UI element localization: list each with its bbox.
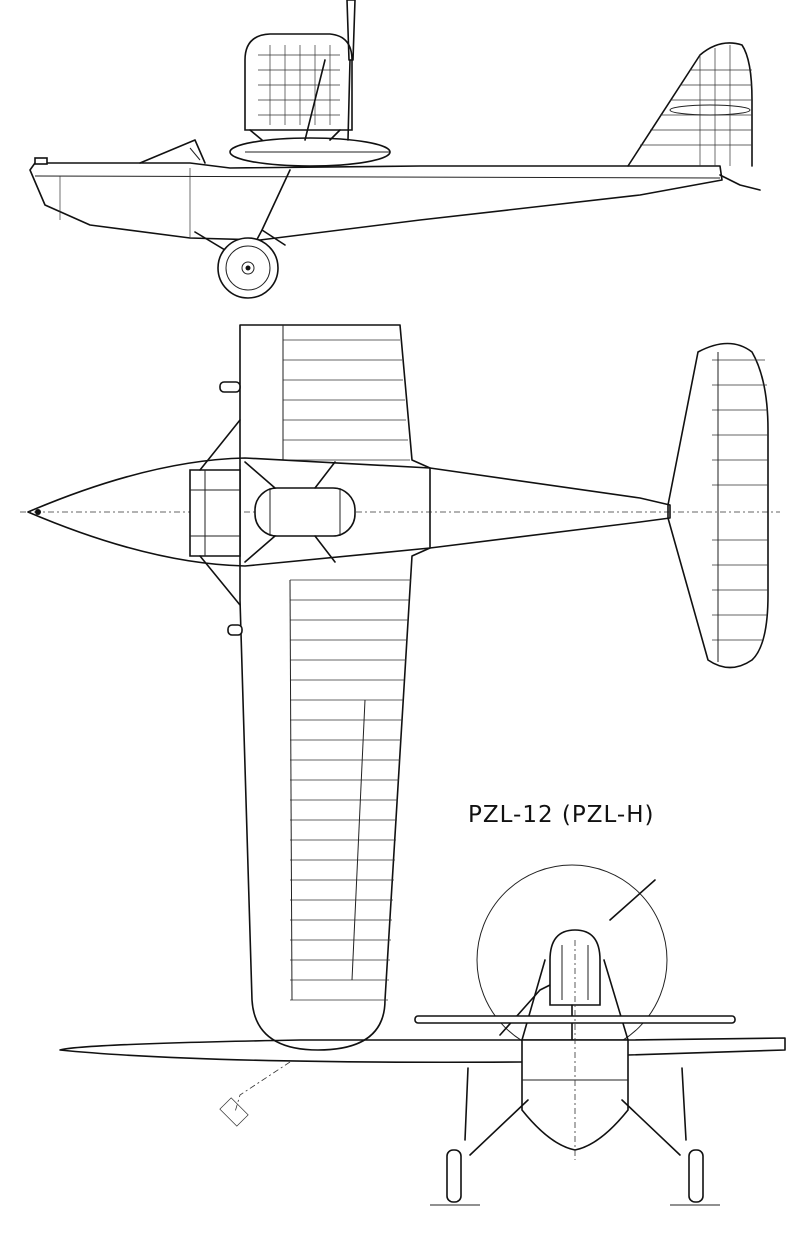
top-fuselage bbox=[27, 457, 671, 567]
front-view bbox=[59, 864, 786, 1206]
front-landing-gear bbox=[464, 1067, 687, 1156]
top-wing-ribs bbox=[283, 339, 411, 1001]
side-tail-fin bbox=[627, 42, 753, 167]
front-wheel-right bbox=[688, 1149, 704, 1203]
top-cockpit bbox=[189, 469, 241, 557]
side-windscreen bbox=[139, 139, 206, 164]
side-propeller bbox=[346, 0, 356, 61]
aircraft-designation-label: PZL-12 (PZL-H) bbox=[468, 802, 655, 828]
front-wheel-left bbox=[446, 1149, 462, 1203]
top-wing bbox=[239, 324, 431, 1051]
top-view bbox=[20, 324, 780, 1051]
side-view bbox=[29, 0, 761, 299]
front-wing bbox=[59, 1037, 786, 1064]
top-nacelle bbox=[254, 487, 356, 537]
side-engine bbox=[244, 33, 353, 131]
side-hull bbox=[29, 162, 723, 241]
top-tailplane bbox=[667, 342, 769, 669]
